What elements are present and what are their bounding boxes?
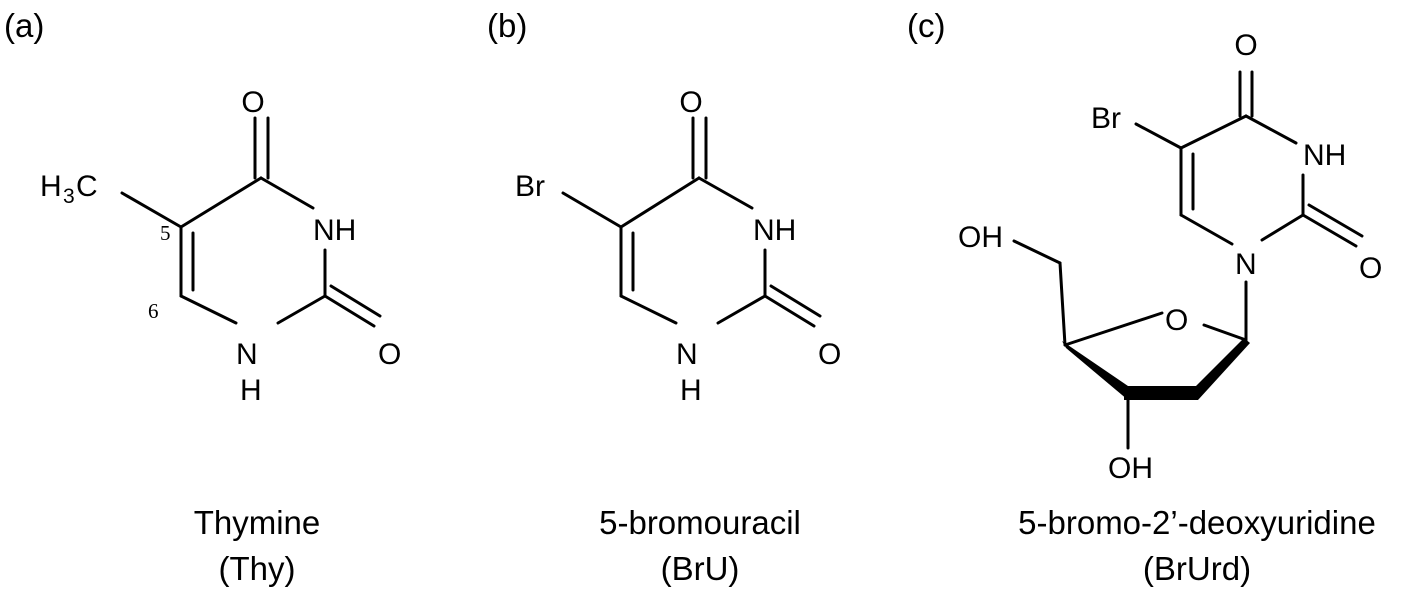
bromouracil-o-top: O: [679, 86, 702, 119]
bromouracil-br: Br: [515, 170, 545, 203]
bond-c2-o: [1301, 213, 1358, 248]
bromodeoxyuridine-name: 5-bromo-2’-deoxyuridine: [1018, 504, 1376, 541]
thymine-methyl-c: C: [76, 170, 98, 203]
bond-c2-o: [763, 294, 816, 328]
bromodeoxyuridine-nh: NH: [1303, 139, 1346, 172]
bond-n1-c6: [619, 294, 678, 325]
bond-c2-o: [323, 294, 376, 328]
wedge-c3prime-c2prime: [1124, 386, 1198, 400]
bond-c5-c4: [179, 176, 263, 229]
bond-c1prime-o: [1202, 323, 1248, 342]
thymine-n1: N: [236, 338, 258, 371]
thymine-methyl-h: H: [40, 170, 62, 203]
bromodeoxyuridine-base-bonds: [1134, 70, 1364, 342]
bond-c2-n1: [1260, 213, 1305, 242]
bromodeoxyuridine-n1: N: [1235, 248, 1257, 281]
bromouracil-abbrev: (BrU): [661, 550, 740, 587]
thymine-position-6: 6: [148, 299, 159, 323]
bromodeoxyuridine-oh-3prime: OH: [1108, 452, 1153, 485]
bond-c2-o-double: [769, 284, 822, 318]
bond-c2-n1: [716, 294, 767, 325]
panel-b: (b) O Br NH O N H 5-bromouracil (BrU): [487, 7, 841, 587]
bromouracil-name: 5-bromouracil: [599, 504, 801, 541]
bond-c2-n1: [276, 294, 327, 325]
thymine-o-top: O: [241, 86, 264, 119]
thymine-name: Thymine: [194, 504, 321, 541]
bond-c2-o-double: [1307, 203, 1364, 238]
panel-b-letter: (b): [487, 7, 527, 44]
bond-n1-c6: [1179, 213, 1234, 246]
bond-c5-c4: [1179, 114, 1248, 150]
bond-c5-br: [561, 191, 623, 229]
panel-a: (a) O H 3 C NH O N H 5 6 Thymine (Thy): [4, 7, 401, 587]
bromouracil-bonds: [561, 116, 822, 328]
bromodeoxyuridine-abbrev: (BrUrd): [1143, 550, 1251, 587]
bond-c5-methyl: [120, 191, 183, 229]
bromouracil-n1: N: [676, 338, 698, 371]
bromodeoxyuridine-ring-o: O: [1165, 304, 1188, 337]
thymine-methyl-subscript: 3: [63, 185, 75, 208]
bond-n1-c6: [179, 294, 238, 325]
thymine-o-right: O: [378, 338, 401, 371]
bromodeoxyuridine-o-top: O: [1234, 29, 1257, 62]
bond-c4prime-c5prime: [1058, 261, 1067, 347]
bromouracil-nh: NH: [753, 214, 796, 247]
bromouracil-n1-h: H: [680, 374, 702, 407]
wedge-c4prime-c3prime: [1062, 341, 1128, 400]
bond-c5prime-oh: [1012, 239, 1062, 265]
bond-c4-n3: [1244, 114, 1298, 145]
thymine-position-5: 5: [160, 221, 171, 245]
thymine-n1-h: H: [240, 374, 262, 407]
thymine-abbrev: (Thy): [219, 550, 296, 587]
bromodeoxyuridine-o-right: O: [1359, 252, 1382, 285]
wedge-c2prime-c1prime: [1196, 338, 1250, 400]
bond-c5-br: [1134, 122, 1183, 150]
bromodeoxyuridine-sugar-bonds: [1012, 239, 1250, 450]
bromouracil-o-right: O: [818, 338, 841, 371]
bond-c4-n3: [697, 176, 754, 210]
panel-c: (c) O Br: [907, 7, 1382, 587]
bond-c4-n3: [259, 176, 315, 210]
bond-o-c4prime: [1063, 311, 1164, 347]
panel-c-letter: (c): [907, 7, 945, 44]
panel-a-letter: (a): [4, 7, 44, 44]
bond-c2-o-double: [329, 284, 382, 318]
thymine-bonds: [120, 116, 382, 328]
bromodeoxyuridine-br: Br: [1091, 102, 1121, 135]
bromodeoxyuridine-oh-5prime: OH: [958, 221, 1003, 254]
thymine-nh: NH: [313, 214, 356, 247]
bond-c5-c4: [619, 176, 701, 229]
